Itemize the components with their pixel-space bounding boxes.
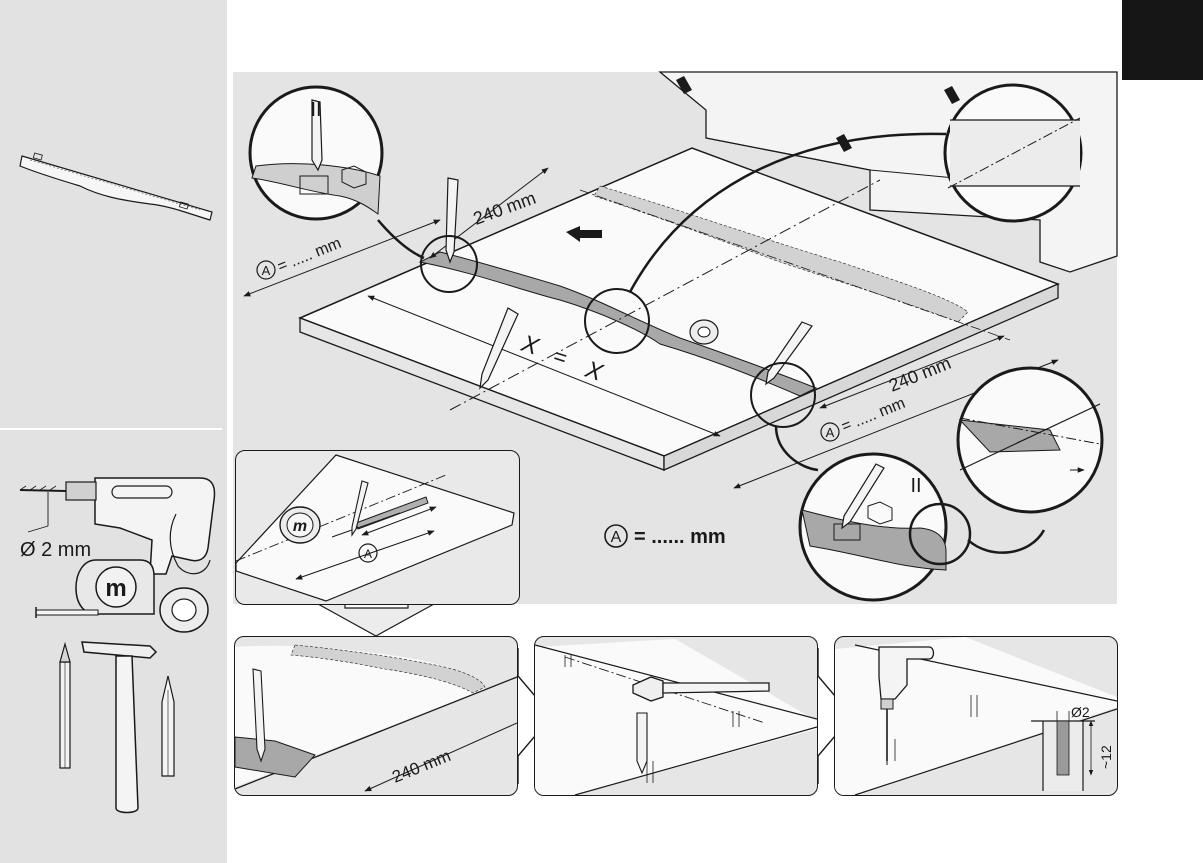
a-letter-left: A (262, 263, 271, 278)
step-1-marking: 240 mm (234, 636, 518, 796)
detail-circle-top-right (945, 85, 1081, 221)
dim-a-right-label: = ..... mm (839, 395, 908, 436)
step-3-depth-label: ~12 (1098, 745, 1114, 769)
measuring-inset-illustration: m A (236, 451, 519, 604)
measuring-inset: m A (235, 450, 520, 605)
sidebar-divider (0, 428, 222, 430)
a-letter-right: A (826, 425, 835, 440)
inset-a-letter: A (364, 547, 372, 561)
dim-a-left-label: = ..... mm (275, 235, 344, 276)
formula-a-letter: A (611, 529, 622, 546)
step-3-diameter-label: Ø2 (1071, 704, 1090, 720)
step-2-illustration (535, 637, 817, 795)
step-3-illustration: Ø2 ~12 (835, 637, 1117, 795)
step-1-dim-label: 240 mm (389, 746, 453, 787)
step-2-punch-icon (637, 713, 647, 773)
detail-top-left-label: II (310, 99, 321, 121)
step-2-hammer-handle-icon (663, 683, 769, 693)
formula-text: = ...... mm (634, 526, 726, 548)
detail-circle-bottom-right (800, 454, 970, 600)
connector-detail-left (378, 220, 424, 258)
step-2-punching (534, 636, 818, 796)
tape-roll-icon (690, 320, 718, 344)
connector-detail-zoom (968, 530, 1044, 553)
pencil-marking-left-icon (446, 178, 458, 262)
inset-to-step-arrow (318, 604, 434, 636)
connector-detail-bottom-right (776, 426, 818, 470)
detail-circle-zoom (958, 368, 1102, 512)
inset-tape-letter: m (293, 518, 307, 535)
detail-bottom-right-label: II (910, 475, 921, 497)
step-3-drilling: Ø2 ~12 (834, 636, 1118, 796)
